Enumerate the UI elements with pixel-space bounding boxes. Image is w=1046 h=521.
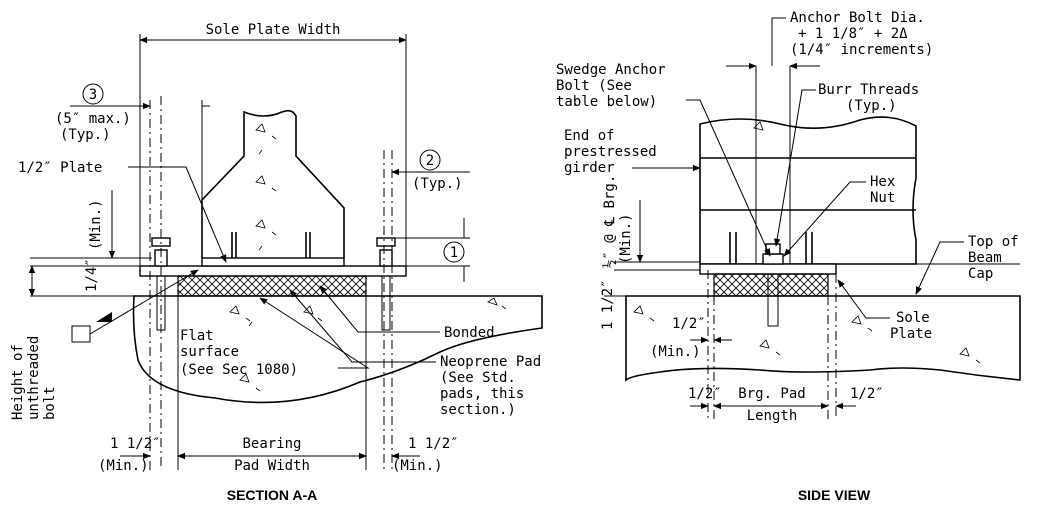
anchor-label-1: Anchor Bolt Dia. (790, 10, 925, 26)
section-a-a: Sole Plate Width 3 (5″ max.) (Typ.) 1/2″… (10, 22, 543, 503)
neoprene-pad-a (177, 275, 367, 297)
stud-a-1 (231, 232, 237, 258)
vert-15-label: 1 1/2″ (600, 279, 616, 330)
stud-a-2 (305, 232, 311, 258)
sole-plate-label-1: Sole (896, 310, 930, 326)
bearing-label-2: Pad Width (234, 458, 310, 474)
height-unthreaded-3: bolt (42, 386, 58, 420)
min-inner-label: (Min.) (650, 344, 701, 360)
right-dim-label: 1 1/2″ (408, 436, 459, 452)
anchor-bolt-right (376, 237, 396, 331)
swedge-label-1: Swedge Anchor (556, 62, 666, 78)
sole-plate-side (699, 263, 837, 275)
beam-cap-concrete (132, 295, 543, 404)
sole-plate-a (139, 265, 407, 277)
flat-surface-2: surface (180, 344, 239, 360)
callout-2: 2 (426, 153, 434, 169)
typ-b-label: (Typ.) (412, 176, 463, 192)
side-view: Anchor Bolt Dia. + 1 1/8″ + 2Δ (1/4″ inc… (556, 10, 1021, 503)
neoprene-pad-side (713, 273, 829, 297)
swedge-label-3: table below) (556, 94, 657, 110)
bonded-label: Bonded (444, 325, 495, 341)
aggregate-marks-a (229, 123, 507, 392)
min-vertical-label: (Min.) (88, 199, 104, 250)
flat-surface-1: Flat (180, 328, 214, 344)
half-inner-label: 1/2″ (672, 316, 706, 332)
end-girder-3: girder (564, 160, 615, 176)
anchor-bolt-side (762, 243, 784, 327)
height-unthreaded-2: unthreaded (26, 336, 42, 420)
embedded-plate-a (201, 257, 345, 267)
left-min-label: (Min.) (98, 458, 149, 474)
half-plate-label: 1/2″ Plate (18, 160, 102, 176)
swedge-label-2: Bolt (See (556, 78, 632, 94)
side-view-caption: SIDE VIEW (798, 487, 871, 503)
burr-label-2: (Typ.) (846, 98, 897, 114)
burr-label-1: Burr Threads (818, 82, 919, 98)
brg-vertical-2: (Min.) (618, 213, 634, 264)
neoprene-pad-4: section.) (440, 402, 516, 418)
hex-nut-2: Nut (870, 190, 895, 206)
left-dim-label: 1 1/2″ (110, 436, 161, 452)
neoprene-pad-2: (See Std. (440, 370, 516, 386)
height-unthreaded-1: Height of (10, 344, 26, 420)
sole-plate-width-label: Sole Plate Width (206, 22, 341, 38)
brg-pad-2: Length (747, 408, 798, 424)
half-right-label: 1/2″ (850, 386, 884, 402)
right-min-label: (Min.) (392, 458, 443, 474)
callout-1: 1 (450, 245, 458, 261)
beam-cap-side (625, 295, 1021, 382)
brg-vertical-1: ½″ @ ℄ Brg. (602, 175, 618, 268)
neoprene-pad-3: pads, this (440, 386, 524, 402)
five-max-label: (5″ max.) (55, 111, 131, 127)
top-of-label-3: Cap (968, 266, 993, 282)
quarter-inch-label: 1/4″ (84, 258, 100, 292)
bearing-label-1: Bearing (242, 436, 301, 452)
flat-surface-3: (See Sec 1080) (180, 362, 298, 378)
top-of-label-2: Beam (968, 250, 1002, 266)
typ-a-label: (Typ.) (60, 127, 111, 143)
brg-pad-1: Brg. Pad (738, 386, 805, 402)
half-left-label: 1/2″ (688, 386, 722, 402)
girder-section (201, 109, 345, 258)
anchor-label-2: + 1 1/8″ + 2Δ (798, 26, 908, 42)
stud-side-1 (729, 232, 737, 264)
girder-side (699, 116, 917, 265)
end-girder-2: prestressed (564, 144, 657, 160)
sole-plate-label-2: Plate (890, 326, 932, 342)
end-girder-1: End of (564, 128, 615, 144)
anchor-label-3: (1/4″ increments) (790, 42, 933, 58)
hex-nut-1: Hex (870, 174, 895, 190)
section-a-caption: SECTION A-A (227, 487, 317, 503)
aggregate-marks-side (633, 121, 981, 364)
callout-3: 3 (89, 87, 97, 103)
stud-side-2 (805, 232, 813, 264)
weld-symbol (71, 269, 199, 343)
top-of-label-1: Top of (968, 234, 1019, 250)
neoprene-pad-1: Neoprene Pad (440, 354, 541, 370)
